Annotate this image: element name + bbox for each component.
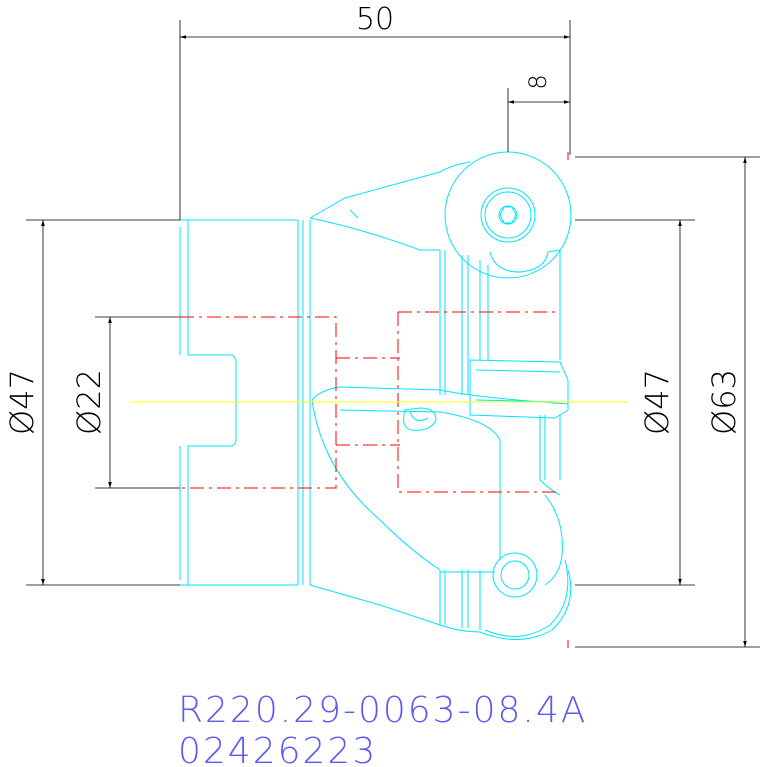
part-number: R220.29-0063-08.4A xyxy=(178,690,587,731)
dim-insert-offset: 8 xyxy=(524,74,552,89)
item-code: 02426223 xyxy=(178,731,377,767)
hidden-bore-lines xyxy=(180,152,569,648)
dimension-lines xyxy=(26,20,760,648)
dim-overall-length: 50 xyxy=(356,2,394,37)
dim-left-outer-diameter: Ø47 xyxy=(3,369,41,435)
dim-bore-diameter: Ø22 xyxy=(70,369,108,435)
dim-cutting-diameter: Ø63 xyxy=(705,369,743,435)
dim-right-inner-diameter: Ø47 xyxy=(638,369,676,435)
cutter-body-outline xyxy=(179,151,572,641)
